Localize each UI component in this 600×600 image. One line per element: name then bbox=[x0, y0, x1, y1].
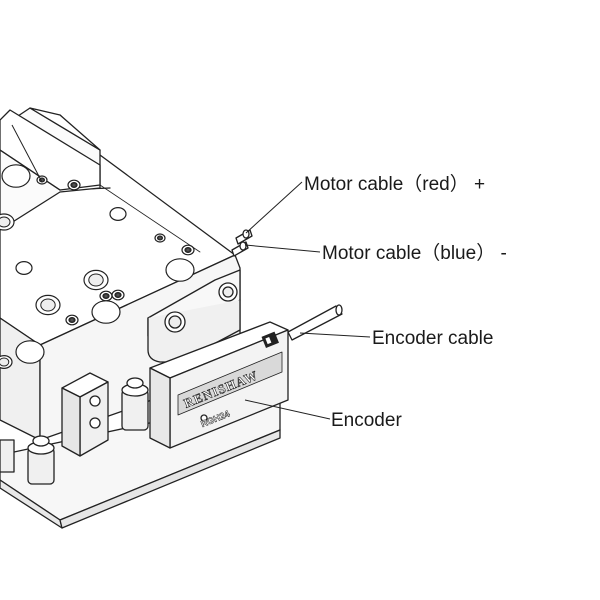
tapped-hole-thread bbox=[184, 247, 192, 253]
front-blocks bbox=[0, 372, 149, 485]
socket-screw-head bbox=[40, 298, 56, 312]
socket-screw-head bbox=[0, 216, 11, 228]
tapped-hole-thread bbox=[70, 182, 78, 188]
through-hole bbox=[165, 258, 195, 282]
through-hole bbox=[1, 164, 31, 188]
label-motor-cable-red: Motor cable（red） + bbox=[304, 173, 485, 195]
renishaw-logo bbox=[261, 331, 279, 348]
label-encoder: Encoder bbox=[331, 410, 402, 431]
encoder-cable bbox=[287, 304, 343, 341]
label-encoder-cable: Encoder cable bbox=[372, 328, 493, 349]
tapped-hole-thread bbox=[68, 317, 76, 323]
leader-motor-blue bbox=[244, 244, 321, 253]
through-hole bbox=[15, 261, 33, 276]
through-hole bbox=[91, 300, 121, 324]
encoder-bracket bbox=[147, 269, 241, 363]
encoder-readhead bbox=[149, 321, 289, 449]
through-hole bbox=[15, 340, 45, 364]
tapped-hole-thread bbox=[114, 292, 122, 298]
through-hole bbox=[109, 207, 127, 222]
stage-drawing bbox=[0, 107, 343, 529]
leader-top-left bbox=[11, 124, 43, 183]
leader-motor-red bbox=[245, 181, 303, 234]
leader-encoder-cable bbox=[299, 332, 371, 338]
leader-encoder bbox=[244, 399, 331, 420]
motor-cables bbox=[231, 229, 253, 257]
socket-screw-head bbox=[88, 273, 104, 287]
tapped-hole-thread bbox=[102, 293, 110, 299]
tapped-hole-thread bbox=[157, 235, 163, 241]
label-motor-cable-blue: Motor cable（blue） - bbox=[322, 242, 507, 264]
leader-lines bbox=[11, 124, 371, 420]
mounting-holes bbox=[0, 164, 195, 369]
socket-screw-head bbox=[0, 357, 10, 367]
